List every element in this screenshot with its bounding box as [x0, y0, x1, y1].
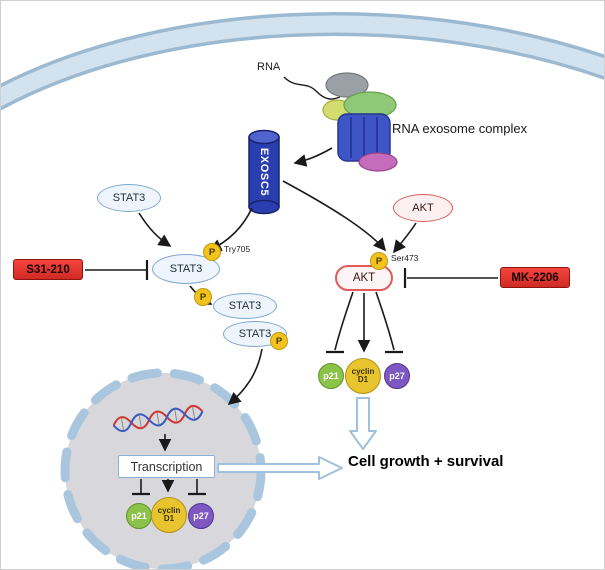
outline-arrow-transcription-to-growth	[217, 456, 343, 480]
arrow-stat3-to-phospho	[138, 212, 172, 247]
inhibition-akt-p27	[375, 291, 395, 351]
outcome-arrows	[217, 397, 377, 480]
exosc5-cylinder	[248, 129, 280, 215]
arrow-stat3-to-dimer	[189, 285, 213, 305]
arrow-exosc5-to-akt	[282, 180, 387, 252]
dna-helix	[112, 404, 204, 433]
arrow-akt-to-phospho	[393, 222, 417, 254]
arrow-dimer-to-dna	[227, 348, 263, 406]
outline-arrow-akt-to-growth	[349, 397, 377, 450]
arrow-complex-to-exosc5	[293, 147, 333, 167]
rna-strand-squiggle	[283, 76, 341, 100]
inhibition-lines	[85, 260, 498, 496]
inhibition-akt-p21	[334, 291, 354, 351]
arrow-exosc5-to-stat3	[208, 207, 253, 252]
cell-membrane	[1, 12, 604, 111]
pathway-arrows	[138, 147, 417, 452]
rna-exosome-complex-graphic	[322, 72, 398, 172]
